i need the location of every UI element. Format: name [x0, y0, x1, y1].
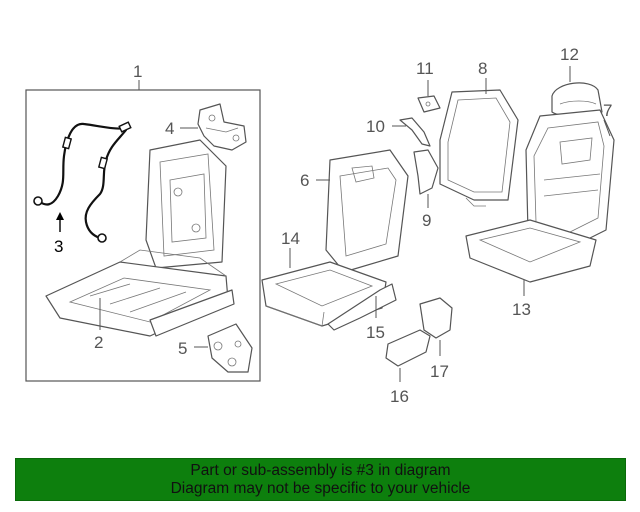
trim-part-17[interactable] — [419, 297, 453, 339]
info-banner: Part or sub-assembly is #3 in diagram Di… — [15, 458, 626, 501]
callout-14[interactable]: 14 — [281, 229, 300, 248]
callout-3[interactable]: 3 — [54, 237, 63, 256]
callout-10[interactable]: 10 — [366, 117, 385, 136]
bracket-part-11[interactable] — [417, 95, 441, 113]
assembly-frame — [25, 89, 261, 382]
callout-8[interactable]: 8 — [478, 59, 487, 78]
callout-9[interactable]: 9 — [422, 211, 431, 230]
callout-2[interactable]: 2 — [94, 333, 103, 352]
banner-line-2: Diagram may not be specific to your vehi… — [170, 479, 471, 497]
seat-cushion-cover-part-14[interactable] — [261, 261, 387, 327]
back-panel-part-8[interactable] — [439, 89, 519, 207]
callout-15[interactable]: 15 — [366, 323, 385, 342]
callout-5[interactable]: 5 — [178, 339, 187, 358]
callout-17[interactable]: 17 — [430, 362, 449, 381]
side-panel-part-9[interactable] — [413, 149, 439, 195]
banner-line-1: Part or sub-assembly is #3 in diagram — [190, 461, 451, 479]
latch-part-5[interactable] — [207, 323, 253, 373]
callout-4[interactable]: 4 — [165, 119, 174, 138]
callout-7[interactable]: 7 — [603, 101, 612, 120]
parts-diagram: 1 3 4 2 5 — [25, 45, 615, 406]
callout-13[interactable]: 13 — [512, 300, 531, 319]
clip-part-10[interactable] — [399, 117, 431, 147]
seat-back-cover-part-6[interactable] — [325, 149, 409, 273]
trim-part-16[interactable] — [385, 329, 431, 367]
callout-16[interactable]: 16 — [390, 387, 409, 406]
trim-part-15[interactable] — [327, 283, 397, 331]
bracket-part-4[interactable] — [197, 103, 247, 151]
callout-11[interactable]: 11 — [416, 59, 434, 78]
callout-6[interactable]: 6 — [300, 171, 309, 190]
wiring-harness-part-3[interactable] — [33, 121, 132, 243]
callout-1[interactable]: 1 — [133, 62, 142, 81]
seat-frame-part-2[interactable] — [45, 139, 235, 337]
callout-12[interactable]: 12 — [560, 45, 579, 64]
complete-seat-part-13[interactable] — [465, 109, 615, 283]
